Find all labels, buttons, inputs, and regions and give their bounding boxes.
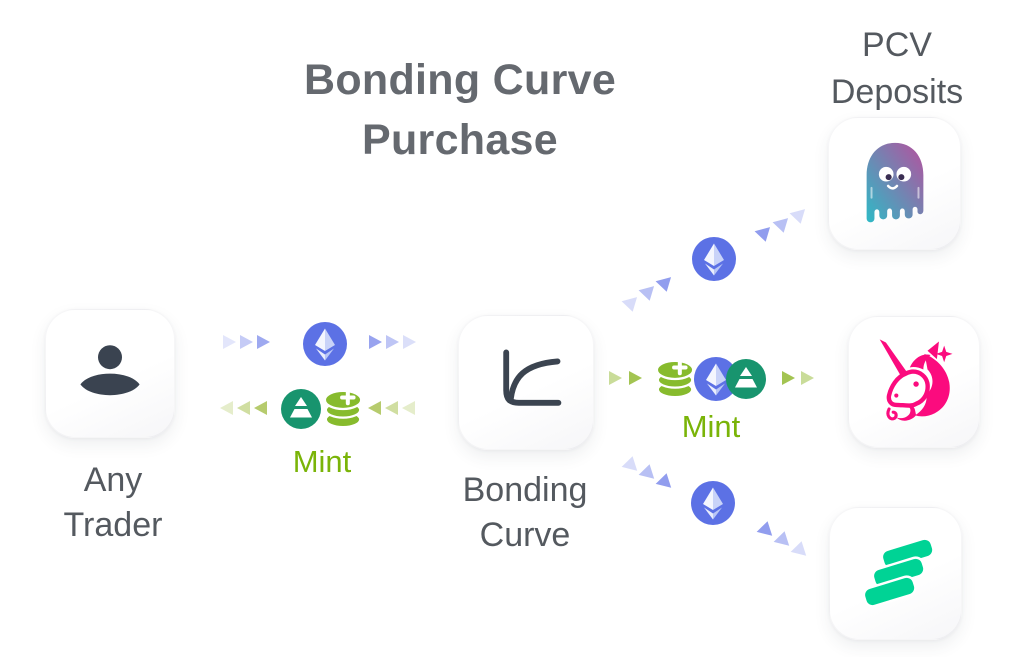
arrow-right-icon xyxy=(403,335,416,349)
coin-stack-plus-icon xyxy=(323,389,363,429)
arrow-diagonal-icon xyxy=(772,218,792,235)
uniswap-unicorn-icon xyxy=(879,339,953,421)
diagram-title-line1: Bonding Curve xyxy=(303,56,617,104)
arrow-diagonal-icon xyxy=(621,454,641,471)
diagram-title-line2: Purchase xyxy=(361,116,558,164)
arrow-right-icon xyxy=(257,335,270,349)
arrow-left-icon xyxy=(368,401,381,415)
curve-chart-icon xyxy=(503,348,562,406)
uniswap-card xyxy=(848,316,980,448)
arrow-left-icon xyxy=(220,401,233,415)
arrow-diagonal-icon xyxy=(754,227,774,244)
arrow-right-icon xyxy=(386,335,399,349)
eth-coin-icon xyxy=(303,322,347,366)
compound-layers-icon xyxy=(862,536,935,608)
arrow-diagonal-icon xyxy=(756,519,776,536)
arrow-left-icon xyxy=(237,401,250,415)
arrow-diagonal-icon xyxy=(638,462,658,479)
aave-ghost-icon xyxy=(866,142,923,222)
any-trader-card xyxy=(45,309,175,438)
aave-card xyxy=(828,117,961,250)
fei-coin-icon xyxy=(726,359,766,399)
arrow-right-icon xyxy=(240,335,253,349)
bonding-curve-card xyxy=(458,315,594,450)
eth-coin-icon xyxy=(692,237,736,281)
arrow-diagonal-icon xyxy=(773,529,793,546)
arrow-diagonal-icon xyxy=(655,471,675,488)
mint-label-left: Mint xyxy=(292,444,352,479)
coin-stack-plus-icon xyxy=(655,359,695,399)
arrow-right-icon xyxy=(609,371,622,385)
mint-label-right: Mint xyxy=(681,409,741,444)
arrow-diagonal-icon xyxy=(638,286,658,303)
arrow-right-icon xyxy=(782,371,795,385)
arrow-diagonal-icon xyxy=(789,209,809,226)
bonding-curve-label: Bonding Curve xyxy=(462,471,588,554)
arrow-left-icon xyxy=(254,401,267,415)
pcv-deposits-label: PCV Deposits xyxy=(830,26,964,111)
eth-coin-icon xyxy=(691,481,735,525)
arrow-left-icon xyxy=(402,401,415,415)
arrow-right-icon xyxy=(369,335,382,349)
any-trader-label: Any Trader xyxy=(63,461,163,544)
diagram-title: Bonding Curve Purchase xyxy=(230,50,690,170)
person-icon xyxy=(80,344,140,395)
arrow-right-icon xyxy=(629,371,642,385)
arrow-left-icon xyxy=(385,401,398,415)
arrow-diagonal-icon xyxy=(655,277,675,294)
arrow-right-icon xyxy=(801,371,814,385)
fei-coin-icon xyxy=(281,389,321,429)
eth-coin-icon xyxy=(694,357,738,401)
compound-card xyxy=(829,507,962,640)
arrow-diagonal-icon xyxy=(621,297,641,314)
arrow-right-icon xyxy=(223,335,236,349)
arrow-diagonal-icon xyxy=(790,539,810,556)
